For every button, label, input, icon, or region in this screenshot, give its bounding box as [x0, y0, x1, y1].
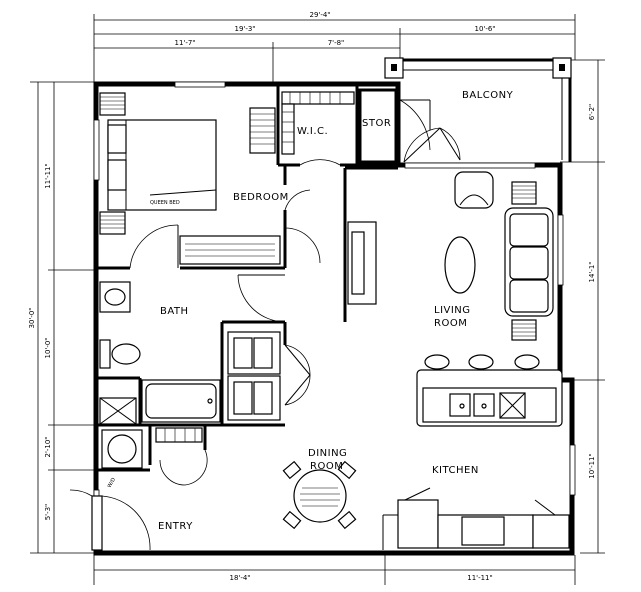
dim-overall-width: 29'-4": [309, 11, 330, 19]
dining-table: [282, 460, 357, 530]
balcony-door[interactable]: [399, 99, 461, 163]
room-label-entry: ENTRY: [158, 521, 193, 532]
wic-shelves: [281, 91, 355, 166]
linen-closet: [99, 397, 208, 486]
interior-walls: [98, 86, 398, 472]
sofa: [504, 207, 554, 317]
coffee-table: [444, 236, 476, 294]
dim-left-bottom: 5'-3": [44, 504, 52, 521]
entry-door[interactable]: [69, 469, 151, 551]
armchair: [454, 171, 494, 209]
dim-mid-mid: 7'-8": [328, 39, 345, 47]
bath-fixtures: [99, 274, 286, 423]
room-label-bedroom: BEDROOM: [233, 192, 289, 203]
dim-top-left: 19'-3": [234, 25, 255, 33]
dim-left-low: 2'-10": [44, 436, 52, 457]
kitchen-island: [416, 369, 563, 427]
dim-left-top: 11'-11": [44, 163, 52, 188]
dim-right-mid: 14'-1": [588, 261, 596, 282]
room-label-wic: W.I.C.: [297, 126, 328, 137]
dimension-lines: [30, 14, 605, 585]
side-tables: [511, 181, 537, 341]
wd-label: W/D: [107, 477, 118, 489]
dim-bottom-left: 18'-4": [229, 574, 250, 582]
dim-right-top: 6'-2": [588, 104, 596, 121]
bar-stools: [424, 354, 540, 370]
room-label-stor: STOR: [362, 118, 391, 129]
room-label-kitchen: KITCHEN: [432, 465, 479, 476]
dim-right-low: 10'-11": [588, 453, 596, 478]
room-label-living: LIVING: [434, 305, 471, 316]
dim-mid-left: 11'-7": [174, 39, 195, 47]
room-label-dining-2: ROOM: [310, 461, 343, 472]
tv-console: [347, 221, 377, 305]
dim-left-overall: 30'-0": [28, 307, 36, 328]
nightstands: [99, 92, 126, 235]
room-label-dining: DINING: [308, 448, 347, 459]
queen-bed-label: QUEEN BED: [150, 200, 180, 206]
room-label-balcony: BALCONY: [462, 90, 514, 101]
room-label-bath: BATH: [160, 306, 189, 317]
dresser: [179, 107, 281, 265]
kitchen-counters: [382, 487, 570, 550]
dim-bottom-right: 11'-11": [467, 574, 492, 582]
dim-top-right: 10'-6": [474, 25, 495, 33]
bedroom-bed: [107, 119, 217, 211]
bedroom-door[interactable]: [129, 189, 321, 269]
dim-left-mid: 10'-0": [44, 337, 52, 358]
bath-closets: [227, 331, 311, 421]
room-label-living-2: ROOM: [434, 318, 467, 329]
